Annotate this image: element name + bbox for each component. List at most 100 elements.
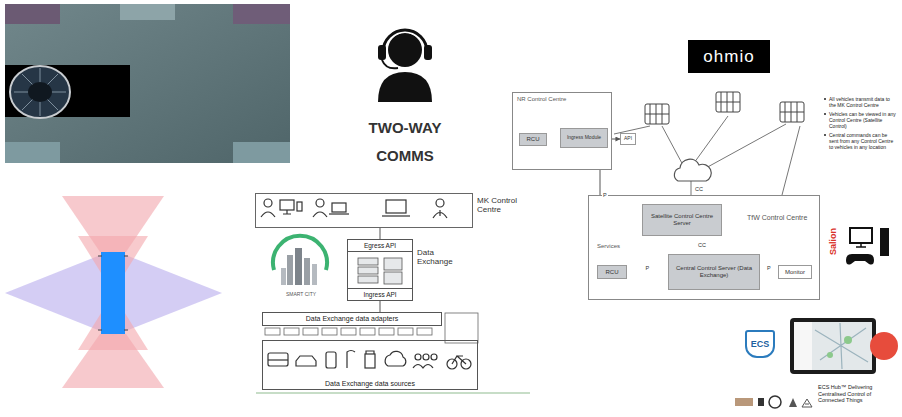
brand-label: Salion (828, 228, 839, 255)
partner-logos (769, 396, 781, 408)
headset-icon (424, 45, 432, 60)
source-box: Data Exchange data sources (262, 340, 478, 390)
node-label: Data Exchange data adapters (265, 315, 439, 323)
control-room-icons (283, 210, 291, 214)
adapter-band: Data Exchange data adapters (262, 312, 442, 326)
logo-box: ohmio (688, 40, 770, 73)
sensor-coverage-diagram (5, 250, 222, 336)
control-room-icons (316, 199, 324, 207)
node-label: TfW Control Centre (747, 214, 817, 222)
data-source-icons (268, 351, 471, 370)
control-room-icons (433, 210, 447, 218)
gaming-controls (846, 254, 874, 265)
tablet-screenshot (870, 332, 898, 360)
camera-view (120, 4, 175, 20)
control-room-icons (261, 212, 275, 217)
camera-view (233, 142, 290, 163)
gaming-controls (856, 243, 866, 247)
control-room-icons (386, 200, 406, 213)
control-room-icons (280, 200, 294, 210)
partner-logos (735, 398, 753, 406)
process-box: RCU (597, 265, 627, 279)
node-label: Data Exchange data sources (265, 380, 475, 388)
edge-label: P (602, 192, 608, 198)
smart-city-logo (312, 264, 317, 285)
edge-label: CC (697, 242, 707, 248)
camera-view (5, 4, 290, 163)
control-room-icons (264, 199, 272, 207)
server-box: Satellite Control Centre Server (642, 204, 722, 236)
bus-icon (716, 92, 740, 112)
adapter-segments (417, 328, 432, 335)
gaming-controls (846, 228, 889, 265)
partner-logos (802, 399, 812, 407)
data-source-icons (268, 353, 288, 366)
api-band: Egress API (347, 239, 413, 252)
control-centre-box: MK Control Centre (255, 193, 473, 228)
node-label: Ingress API (350, 291, 410, 298)
data-source-icons (415, 354, 421, 360)
control-room-icons (329, 213, 349, 214)
adapter-segments (379, 328, 394, 335)
edge-label: P (766, 265, 772, 271)
control-room-icons (313, 212, 327, 217)
node-label: Egress API (350, 242, 410, 249)
data-source-icons (326, 352, 336, 368)
control-centre-box: NR Control CentreRCUIngress Module (512, 92, 612, 170)
partner-logos (758, 398, 764, 406)
smart-city-logo (273, 236, 327, 285)
partner-logos (789, 398, 797, 407)
vehicle-network (694, 116, 728, 163)
tablet-screenshot (794, 322, 812, 370)
headset-icon (378, 72, 432, 102)
headset-icon (383, 30, 427, 52)
adapter-segments (322, 328, 337, 335)
node-label: Satellite Control Centre Server (645, 213, 719, 227)
adapter-segments (341, 328, 356, 335)
edge-label: P (645, 265, 651, 271)
data-source-icons (452, 356, 466, 364)
bus-icon (645, 104, 669, 124)
node-label: Data Exchange (417, 248, 462, 266)
data-source-icons (413, 365, 433, 369)
bus-icon (716, 92, 740, 112)
tablet-screenshot (844, 336, 852, 344)
adapter-segments (303, 328, 318, 335)
cloud-icon (674, 159, 711, 181)
data-source-icons (431, 354, 437, 360)
node-label: NR Control Centre (517, 96, 566, 103)
server-icon (384, 258, 402, 270)
headset-icon (383, 30, 427, 52)
gaming-controls (850, 228, 872, 243)
adapter-segments (284, 328, 299, 335)
camera-view (233, 4, 290, 24)
tablet-screenshot (790, 318, 876, 374)
adapter-segments (265, 328, 280, 335)
control-room-icons (436, 199, 444, 207)
process-box: Monitor (778, 265, 812, 279)
camera-view (28, 82, 52, 102)
tablet-screenshot (827, 352, 833, 358)
node-label: RCU (600, 269, 624, 276)
control-room-icons (261, 199, 447, 218)
camera-view (10, 66, 70, 118)
data-source-icons (385, 351, 406, 366)
gaming-controls (880, 228, 889, 256)
partner-logos (735, 396, 812, 408)
caption-heading: TWO-WAY COMMS (352, 114, 458, 170)
bullet-note: Vehicles can be viewed in any Control Ce… (824, 111, 898, 129)
vehicle-network (662, 126, 684, 167)
control-room-icons (297, 202, 302, 211)
headset-icon (378, 30, 432, 102)
smart-city-logo (304, 258, 310, 285)
sensor-coverage-diagram (5, 196, 222, 388)
vehicle-network (614, 116, 800, 203)
divider-line (256, 392, 530, 393)
bus-icon (645, 92, 804, 124)
bullet-note: All vehicles transmit data to the MK Con… (824, 96, 898, 108)
bus-icon (780, 102, 804, 122)
adapter-segments (398, 328, 413, 335)
smart-city-logo (281, 268, 286, 285)
data-source-icons (296, 356, 316, 366)
